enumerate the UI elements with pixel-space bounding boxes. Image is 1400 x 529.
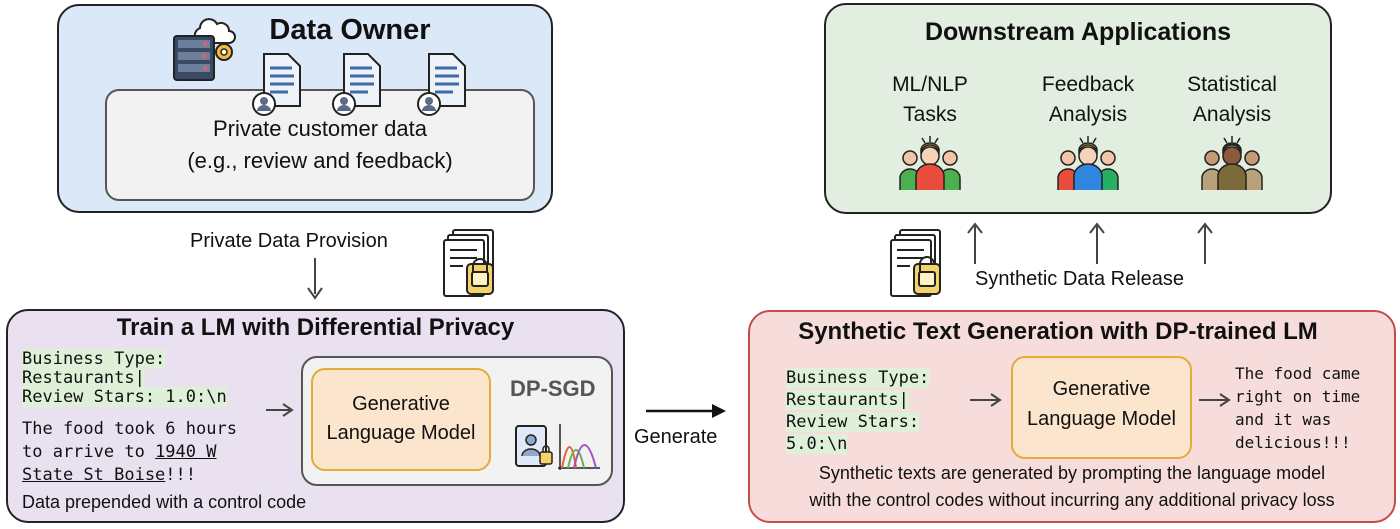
app-label-line1: ML/NLP bbox=[892, 73, 968, 96]
user-document-icon bbox=[417, 53, 466, 116]
app-feedback: Feedback Analysis bbox=[1018, 70, 1158, 130]
user-document-icon bbox=[252, 53, 301, 116]
synthetic-output-arrow bbox=[1199, 393, 1231, 407]
review-text-line: The food took 6 hours bbox=[22, 419, 237, 439]
dpsgd-label: DP-SGD bbox=[510, 376, 596, 401]
team-icon bbox=[899, 136, 961, 190]
control-code-line: Restaurants| bbox=[22, 368, 145, 388]
synthetic-footer-line2: with the control codes without incurring… bbox=[809, 490, 1335, 510]
control-code-line: Review Stars: 1.0:\n bbox=[22, 387, 227, 407]
provision-label: Private Data Provision bbox=[190, 230, 388, 252]
review-text-part: !!! bbox=[165, 465, 197, 485]
synthetic-footer-line1: Synthetic texts are generated by prompti… bbox=[818, 463, 1326, 483]
private-data-line2: (e.g., review and feedback) bbox=[187, 148, 453, 173]
app-label-line1: Statistical bbox=[1187, 73, 1277, 96]
user-document-icon bbox=[332, 53, 381, 116]
output-text-line: The food came bbox=[1235, 364, 1361, 383]
control-code-line: Business Type: bbox=[22, 349, 166, 369]
app-label-line2: Analysis bbox=[1192, 103, 1272, 126]
train-model-box bbox=[311, 368, 491, 471]
control-code-line: Restaurants| bbox=[786, 390, 909, 410]
train-title: Train a LM with Differential Privacy bbox=[116, 314, 515, 341]
privacy-distribution-icon bbox=[515, 424, 600, 470]
synthetic-control-code: Business Type: Restaurants| Review Stars… bbox=[786, 367, 930, 455]
generate-label: Generate bbox=[634, 426, 718, 448]
train-footer: Data prepended with a control code bbox=[22, 492, 307, 512]
team-icon bbox=[1057, 136, 1119, 190]
review-text-part: to arrive to bbox=[22, 442, 156, 462]
team-icon bbox=[1201, 136, 1263, 190]
synthetic-model-box bbox=[1011, 356, 1192, 459]
app-label-line2: Tasks bbox=[903, 103, 957, 126]
output-text-line: right on time bbox=[1235, 387, 1361, 406]
synthetic-output-text: The food came right on time and it was d… bbox=[1235, 362, 1360, 454]
control-code-line: Business Type: bbox=[786, 368, 930, 388]
server-cloud-icon bbox=[173, 18, 236, 81]
app-label-line1: Feedback bbox=[1041, 73, 1135, 96]
address-text: 1940 W bbox=[155, 442, 217, 462]
release-arrow bbox=[1197, 222, 1213, 264]
output-text-line: and it was bbox=[1235, 410, 1332, 429]
train-review-text: The food took 6 hours to arrive to 1940 … bbox=[22, 418, 237, 487]
release-arrow bbox=[1089, 222, 1105, 264]
release-arrow bbox=[967, 222, 983, 264]
synthetic-title: Synthetic Text Generation with DP-traine… bbox=[798, 318, 1318, 345]
private-data-box bbox=[105, 89, 535, 201]
output-text-line: delicious!!! bbox=[1235, 433, 1351, 452]
unlocked-document-icon bbox=[890, 229, 941, 297]
private-data-line1: Private customer data bbox=[213, 116, 427, 141]
train-model-line1: Generative bbox=[352, 393, 450, 415]
release-label: Synthetic Data Release bbox=[975, 268, 1185, 290]
control-code-line: Review Stars: bbox=[786, 412, 920, 432]
app-ml-nlp: ML/NLP Tasks bbox=[860, 70, 1000, 130]
data-owner-title: Data Owner bbox=[269, 14, 431, 46]
locked-document-icon bbox=[443, 229, 494, 297]
provision-arrow bbox=[307, 258, 323, 300]
train-input-arrow bbox=[266, 403, 294, 417]
synthetic-model-line2: Language Model bbox=[1026, 408, 1176, 430]
synthetic-input-arrow bbox=[970, 393, 1002, 407]
app-statistical: Statistical Analysis bbox=[1162, 70, 1302, 130]
generate-arrow bbox=[646, 404, 726, 418]
train-model-line2: Language Model bbox=[326, 422, 476, 444]
app-label-line2: Analysis bbox=[1048, 103, 1128, 126]
address-text: State St Boise bbox=[22, 465, 166, 485]
downstream-title: Downstream Applications bbox=[924, 18, 1232, 46]
train-control-code: Business Type: Restaurants| Review Stars… bbox=[22, 349, 227, 407]
synthetic-model-line1: Generative bbox=[1052, 378, 1151, 400]
control-code-line: 5.0:\n bbox=[786, 434, 848, 454]
